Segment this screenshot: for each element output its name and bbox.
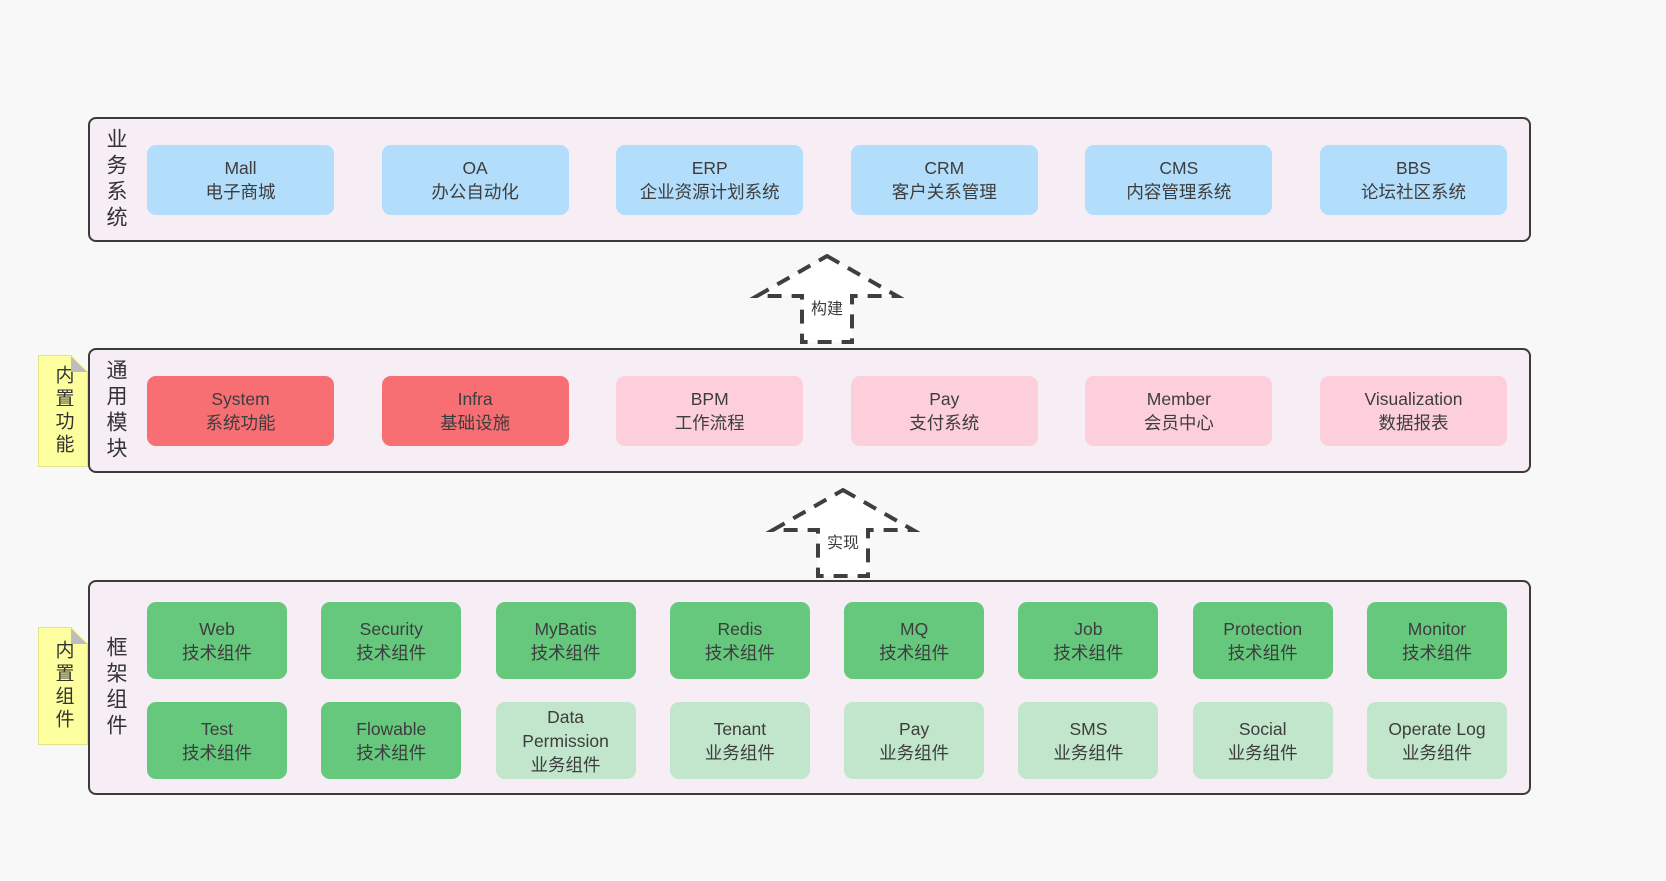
arrow-implement-label: 实现 xyxy=(821,528,865,554)
box-flowable: Flowable 技术组件 xyxy=(321,702,462,779)
box-cms: CMS 内容管理系统 xyxy=(1085,145,1273,215)
box-security: Security 技术组件 xyxy=(321,602,462,679)
arrow-build-label: 构建 xyxy=(805,294,849,320)
arrow-implement: 实现 xyxy=(763,484,923,580)
framework-boxes-grid: Web 技术组件 Security 技术组件 MyBatis 技术组件 Redi… xyxy=(147,602,1507,779)
box-bpm: BPM 工作流程 xyxy=(616,376,804,446)
box-system: System 系统功能 xyxy=(147,376,334,446)
box-member: Member 会员中心 xyxy=(1085,376,1273,446)
box-sms: SMS 业务组件 xyxy=(1018,702,1159,779)
box-web: Web 技术组件 xyxy=(147,602,287,679)
box-data-permission: Data Permission 业务组件 xyxy=(495,702,636,779)
box-mybatis: MyBatis 技术组件 xyxy=(495,602,636,679)
box-visualization: Visualization 数据报表 xyxy=(1319,376,1507,446)
section-framework-label: 框架组件 xyxy=(104,635,127,740)
box-test: Test 技术组件 xyxy=(147,702,287,779)
section-business-label: 业务系统 xyxy=(104,127,127,232)
section-common-modules: 通用模块 System 系统功能 Infra 基础设施 BPM 工作流程 Pay… xyxy=(88,348,1531,473)
box-mall: Mall 电子商城 xyxy=(147,145,334,215)
business-boxes-row: Mall 电子商城 OA 办公自动化 ERP 企业资源计划系统 CRM 客户关系… xyxy=(147,145,1507,215)
box-oa: OA 办公自动化 xyxy=(381,145,569,215)
section-framework-components: 框架组件 Web 技术组件 Security 技术组件 MyBatis 技术组件… xyxy=(88,580,1531,795)
box-pay-component: Pay 业务组件 xyxy=(844,702,985,779)
box-social: Social 业务组件 xyxy=(1192,702,1333,779)
sticky-note-builtin-features-label: 内置功能 xyxy=(52,365,74,457)
note-fold-icon xyxy=(71,356,87,372)
box-redis: Redis 技术组件 xyxy=(669,602,810,679)
section-modules-label: 通用模块 xyxy=(104,358,127,463)
sticky-note-builtin-components-label: 内置组件 xyxy=(52,640,74,732)
note-fold-icon xyxy=(71,628,87,644)
sticky-note-builtin-features: 内置功能 xyxy=(38,355,88,467)
box-monitor: Monitor 技术组件 xyxy=(1366,602,1507,679)
box-bbs: BBS 论坛社区系统 xyxy=(1319,145,1507,215)
box-crm: CRM 客户关系管理 xyxy=(850,145,1038,215)
box-job: Job 技术组件 xyxy=(1018,602,1159,679)
modules-boxes-row: System 系统功能 Infra 基础设施 BPM 工作流程 Pay 支付系统… xyxy=(147,376,1507,446)
box-mq: MQ 技术组件 xyxy=(844,602,985,679)
arrow-build: 构建 xyxy=(747,250,907,346)
section-business-systems: 业务系统 Mall 电子商城 OA 办公自动化 ERP 企业资源计划系统 CRM… xyxy=(88,117,1531,242)
box-protection: Protection 技术组件 xyxy=(1192,602,1333,679)
box-pay-module: Pay 支付系统 xyxy=(850,376,1038,446)
box-operate-log: Operate Log 业务组件 xyxy=(1366,702,1507,779)
box-tenant: Tenant 业务组件 xyxy=(669,702,810,779)
box-erp: ERP 企业资源计划系统 xyxy=(616,145,804,215)
sticky-note-builtin-components: 内置组件 xyxy=(38,627,88,745)
box-infra: Infra 基础设施 xyxy=(381,376,569,446)
